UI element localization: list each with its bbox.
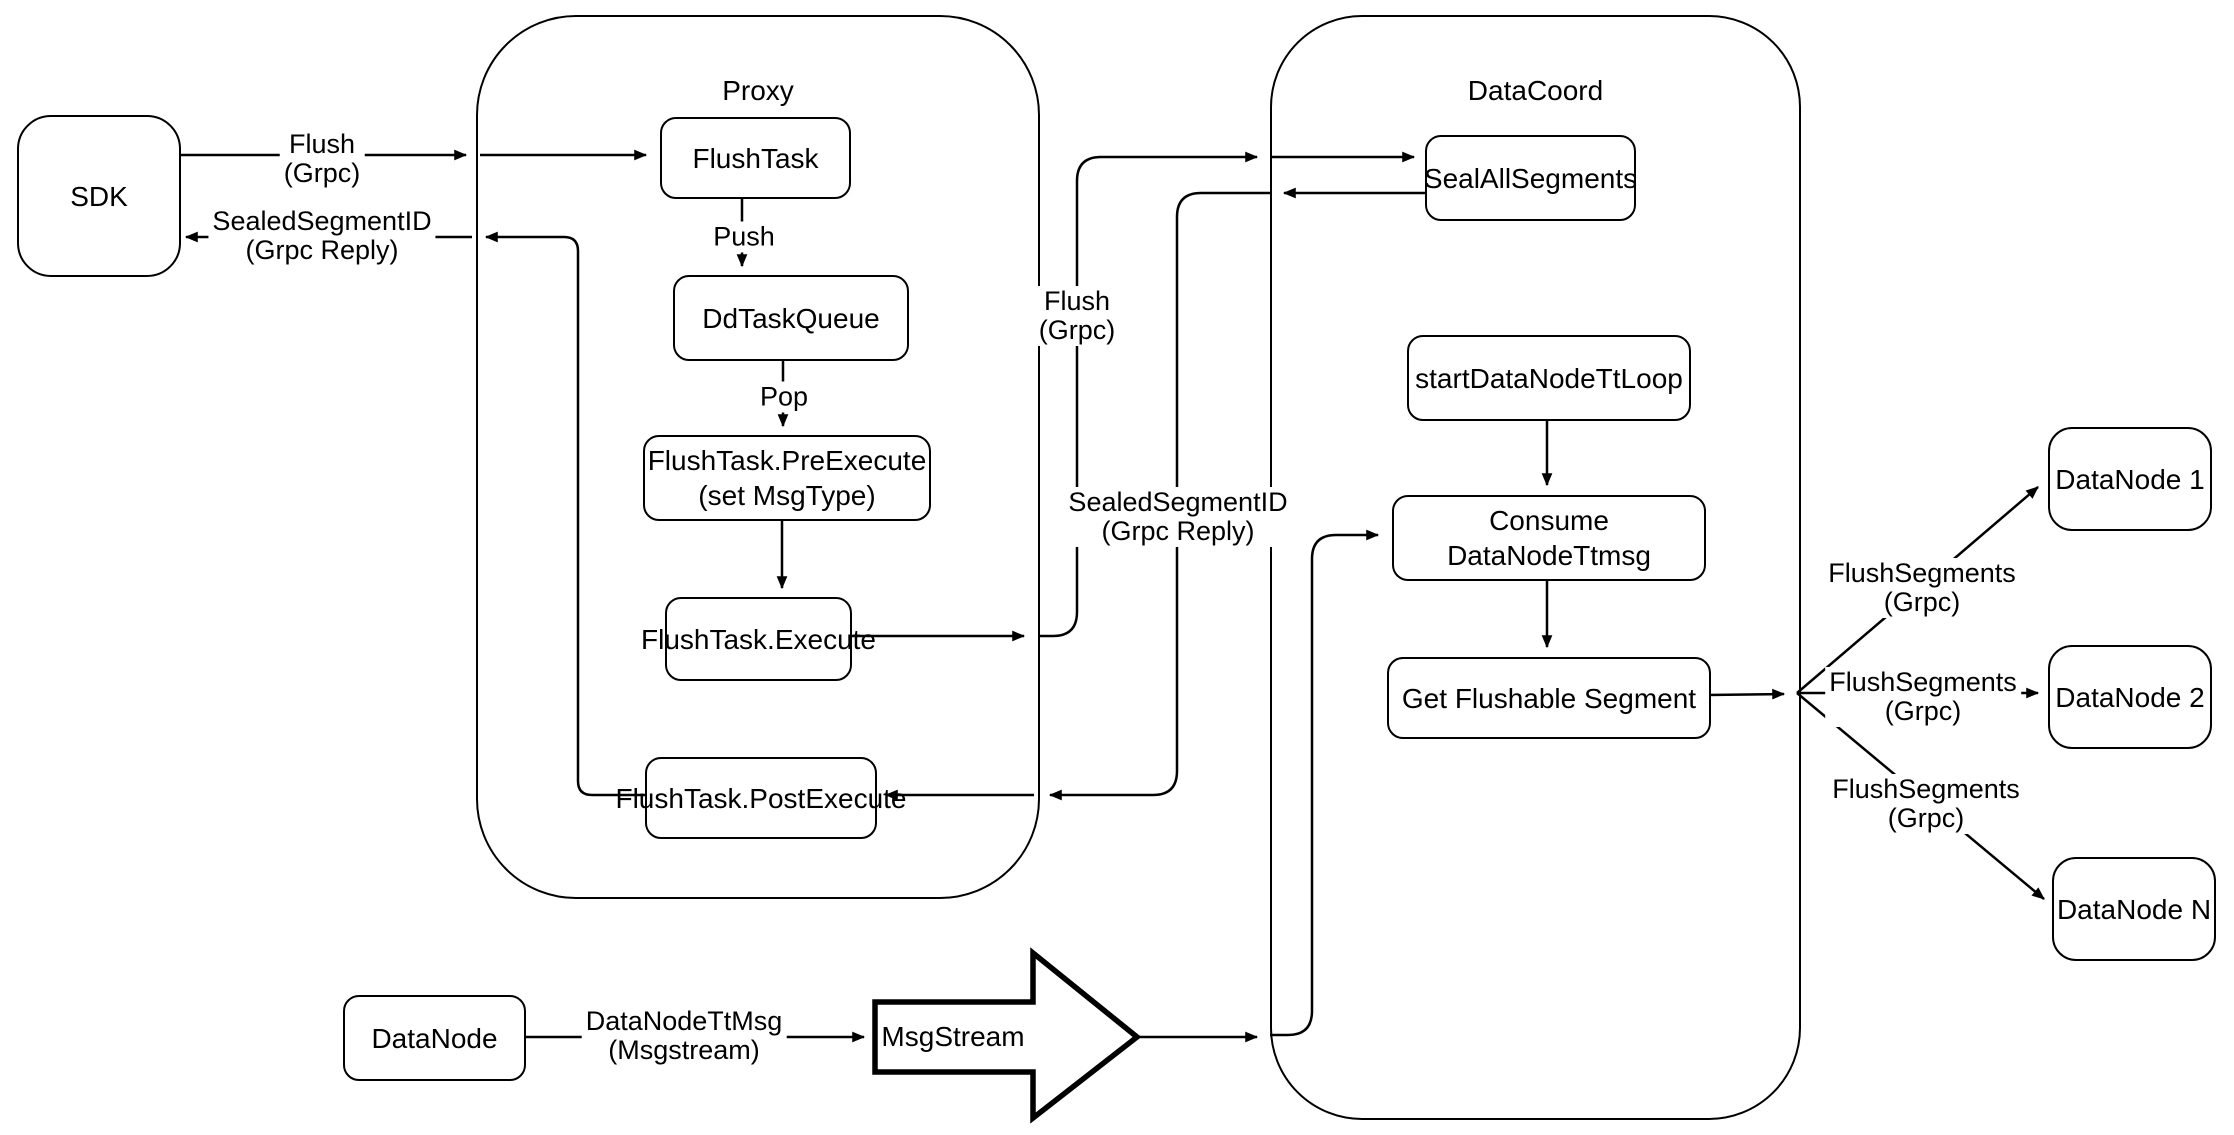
node-preexecute-label: FlushTask.PreExecute (set MsgType) (648, 443, 927, 513)
edge-label-flush-grpc-sdk: Flush (Grpc) (279, 129, 365, 189)
edge-label-push: Push (709, 221, 779, 253)
proxy-title: Proxy (722, 75, 794, 106)
node-consumedatanodettmsg: Consume DataNodeTtmsg (1392, 495, 1706, 581)
node-postexecute-label: FlushTask.PostExecute (615, 782, 907, 814)
proxy-container: Proxy (476, 15, 1040, 899)
edge-label-flush-grpc-mid-line1: Flush (1043, 286, 1111, 316)
edge-label-pop: Pop (755, 381, 813, 413)
node-datanode-2: DataNode 2 (2048, 645, 2212, 749)
node-sealallsegments-label: SealAllSegments (1423, 162, 1638, 194)
node-datanode-n-label: DataNode N (2056, 893, 2212, 925)
edge-label-datanodettmsg-line1: DataNodeTtMsg (585, 1006, 783, 1036)
msgstream-block-arrow (872, 947, 1142, 1124)
node-consumedatanodettmsg-label: Consume DataNodeTtmsg (1447, 505, 1651, 571)
node-sealallsegments: SealAllSegments (1423, 135, 1638, 221)
node-ddtaskqueue: DdTaskQueue (673, 275, 909, 361)
edge-label-flushsegments-2-line1: FlushSegments (1829, 667, 2017, 697)
edge-msgstream-to-consume (1270, 529, 1380, 1037)
edge-getflushable-out (1706, 688, 1786, 700)
datacoord-title: DataCoord (1467, 75, 1604, 106)
edge-label-sealedsegmentid-mid: SealedSegmentID (Grpc Reply) (1064, 487, 1292, 547)
edge-label-flushsegments-3-line2: (Grpc) (1887, 803, 1965, 833)
node-ddtaskqueue-label: DdTaskQueue (702, 302, 880, 334)
node-flushtask-label: FlushTask (692, 142, 819, 174)
node-datanode-1: DataNode 1 (2048, 427, 2212, 531)
edge-label-flushsegments-3: FlushSegments (Grpc) (1828, 774, 2024, 834)
node-datanode-2-label: DataNode 2 (2055, 681, 2205, 713)
edge-label-sealedsegmentid-sdk-line2: (Grpc Reply) (245, 235, 399, 265)
edge-label-datanodettmsg-line2: (Msgstream) (608, 1035, 760, 1065)
edge-label-sealedsegmentid-sdk: SealedSegmentID (Grpc Reply) (208, 206, 436, 266)
edge-label-flush-grpc-sdk-line1: Flush (288, 129, 356, 159)
edge-label-flushsegments-1: FlushSegments (Grpc) (1824, 558, 2020, 618)
edge-label-flushsegments-1-line1: FlushSegments (1828, 558, 2016, 588)
node-execute-label: FlushTask.Execute (641, 623, 876, 655)
edge-label-flush-grpc-sdk-line2: (Grpc) (283, 158, 361, 188)
edge-reply-to-sdk-a (484, 231, 645, 797)
node-datanode-label: DataNode (371, 1022, 498, 1054)
edge-label-flushsegments-1-line2: (Grpc) (1883, 587, 1961, 617)
edge-label-flushsegments-3-line1: FlushSegments (1832, 774, 2020, 804)
node-preexecute-line1: FlushTask.PreExecute (647, 445, 927, 476)
edge-label-flushsegments-2: FlushSegments (Grpc) (1825, 667, 2021, 727)
datacoord-container: DataCoord (1270, 15, 1801, 1120)
node-datanode: DataNode (343, 995, 526, 1081)
node-postexecute: FlushTask.PostExecute (615, 757, 907, 839)
edge-label-sealedsegmentid-sdk-line1: SealedSegmentID (212, 206, 432, 236)
node-execute: FlushTask.Execute (641, 597, 876, 681)
edge-label-sealedsegmentid-mid-line1: SealedSegmentID (1068, 487, 1288, 517)
node-datanode-1-label: DataNode 1 (2055, 463, 2205, 495)
node-preexecute: FlushTask.PreExecute (set MsgType) (643, 435, 931, 521)
node-preexecute-line2: (set MsgType) (698, 480, 876, 511)
edge-label-flush-grpc-mid: Flush (Grpc) (1034, 286, 1120, 346)
edge-label-sealedsegmentid-mid-line2: (Grpc Reply) (1101, 516, 1255, 546)
node-datanode-n: DataNode N (2052, 857, 2216, 961)
edge-label-flushsegments-2-line2: (Grpc) (1884, 696, 1962, 726)
node-getflushablesegment-label: Get Flushable Segment (1401, 682, 1697, 714)
node-startdatanodettloop-label: startDataNodeTtLoop (1415, 362, 1683, 394)
node-flushtask: FlushTask (660, 117, 851, 199)
node-sdk-label: SDK (70, 180, 128, 212)
node-getflushablesegment: Get Flushable Segment (1387, 657, 1711, 739)
node-sdk: SDK (17, 115, 181, 277)
edge-flush-up (1038, 151, 1259, 638)
edge-label-datanodettmsg: DataNodeTtMsg (Msgstream) (581, 1006, 787, 1066)
edge-label-flush-grpc-mid-line2: (Grpc) (1038, 315, 1116, 345)
msgstream-label: MsgStream (881, 1021, 1025, 1052)
node-startdatanodettloop: startDataNodeTtLoop (1407, 335, 1691, 421)
